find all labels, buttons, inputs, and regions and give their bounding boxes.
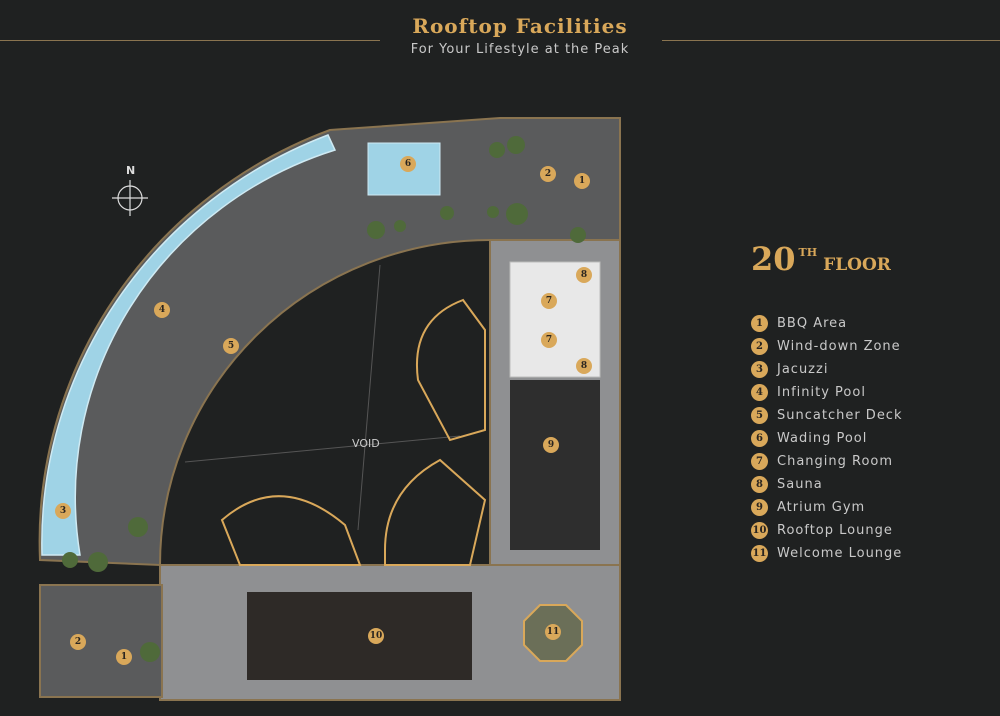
plan-marker: 9 — [543, 437, 559, 453]
legend-badge: 1 — [751, 315, 768, 332]
void-lines — [184, 264, 461, 531]
legend-label: Rooftop Lounge — [777, 523, 893, 538]
plan-marker: 1 — [116, 649, 132, 665]
bottom-left-terrace — [39, 584, 163, 698]
compass-north-label: N — [126, 164, 136, 177]
legend-item: 2 Wind-down Zone — [751, 335, 903, 358]
plan-marker: 2 — [540, 166, 556, 182]
plan-marker: 2 — [70, 634, 86, 650]
legend-item: 5 Suncatcher Deck — [751, 404, 903, 427]
legend-label: Atrium Gym — [777, 500, 866, 515]
legend-label: Infinity Pool — [777, 385, 866, 400]
floor-suffix: TH — [798, 246, 818, 259]
legend-label: Sauna — [777, 477, 823, 492]
legend-label: Jacuzzi — [777, 362, 829, 377]
unit-outlines — [220, 298, 487, 566]
legend-item: 4 Infinity Pool — [751, 381, 903, 404]
floor-word: FLOOR — [823, 255, 891, 275]
plan-marker: 1 — [574, 173, 590, 189]
legend-item: 6 Wading Pool — [751, 427, 903, 450]
planter-trees — [62, 136, 586, 662]
legend-badge: 7 — [751, 453, 768, 470]
header-rule-left — [0, 40, 380, 41]
floor-number: 20 — [751, 240, 796, 278]
plan-marker: 7 — [541, 332, 557, 348]
facility-legend: 1 BBQ Area 2 Wind-down Zone 3 Jacuzzi 4 Infinit… — [751, 312, 903, 565]
plan-marker: 3 — [55, 503, 71, 519]
plan-marker: 6 — [400, 156, 416, 172]
lounge-area — [247, 592, 472, 680]
legend-label: BBQ Area — [777, 316, 848, 331]
void-label: VOID — [352, 437, 380, 450]
plan-marker: 5 — [223, 338, 239, 354]
legend-badge: 8 — [751, 476, 768, 493]
legend-badge: 9 — [751, 499, 768, 516]
legend-item: 1 BBQ Area — [751, 312, 903, 335]
legend-badge: 3 — [751, 361, 768, 378]
legend-badge: 11 — [751, 545, 768, 562]
legend-label: Wading Pool — [777, 431, 868, 446]
legend-item: 3 Jacuzzi — [751, 358, 903, 381]
legend-item: 9 Atrium Gym — [751, 496, 903, 519]
legend-badge: 6 — [751, 430, 768, 447]
legend-label: Wind-down Zone — [777, 339, 901, 354]
legend-label: Changing Room — [777, 454, 894, 469]
legend-badge: 4 — [751, 384, 768, 401]
legend-item: 8 Sauna — [751, 473, 903, 496]
legend-badge: 10 — [751, 522, 768, 539]
compass-icon — [112, 180, 148, 216]
legend-label: Suncatcher Deck — [777, 408, 903, 423]
page-title: Rooftop Facilities — [412, 14, 628, 38]
page-subtitle: For Your Lifestyle at the Peak — [410, 42, 630, 57]
legend-item: 7 Changing Room — [751, 450, 903, 473]
header-rule-right — [662, 40, 1000, 41]
legend-badge: 2 — [751, 338, 768, 355]
gym-area — [510, 380, 600, 550]
legend-badge: 5 — [751, 407, 768, 424]
infinity-pool — [41, 134, 337, 556]
legend-label: Welcome Lounge — [777, 546, 903, 561]
plan-marker: 4 — [154, 302, 170, 318]
legend-item: 10 Rooftop Lounge — [751, 519, 903, 542]
plan-marker: 8 — [576, 358, 592, 374]
legend-item: 11 Welcome Lounge — [751, 542, 903, 565]
plan-marker: 7 — [541, 293, 557, 309]
plan-marker: 10 — [368, 628, 384, 644]
plan-marker: 8 — [576, 267, 592, 283]
plan-marker: 11 — [545, 624, 561, 640]
